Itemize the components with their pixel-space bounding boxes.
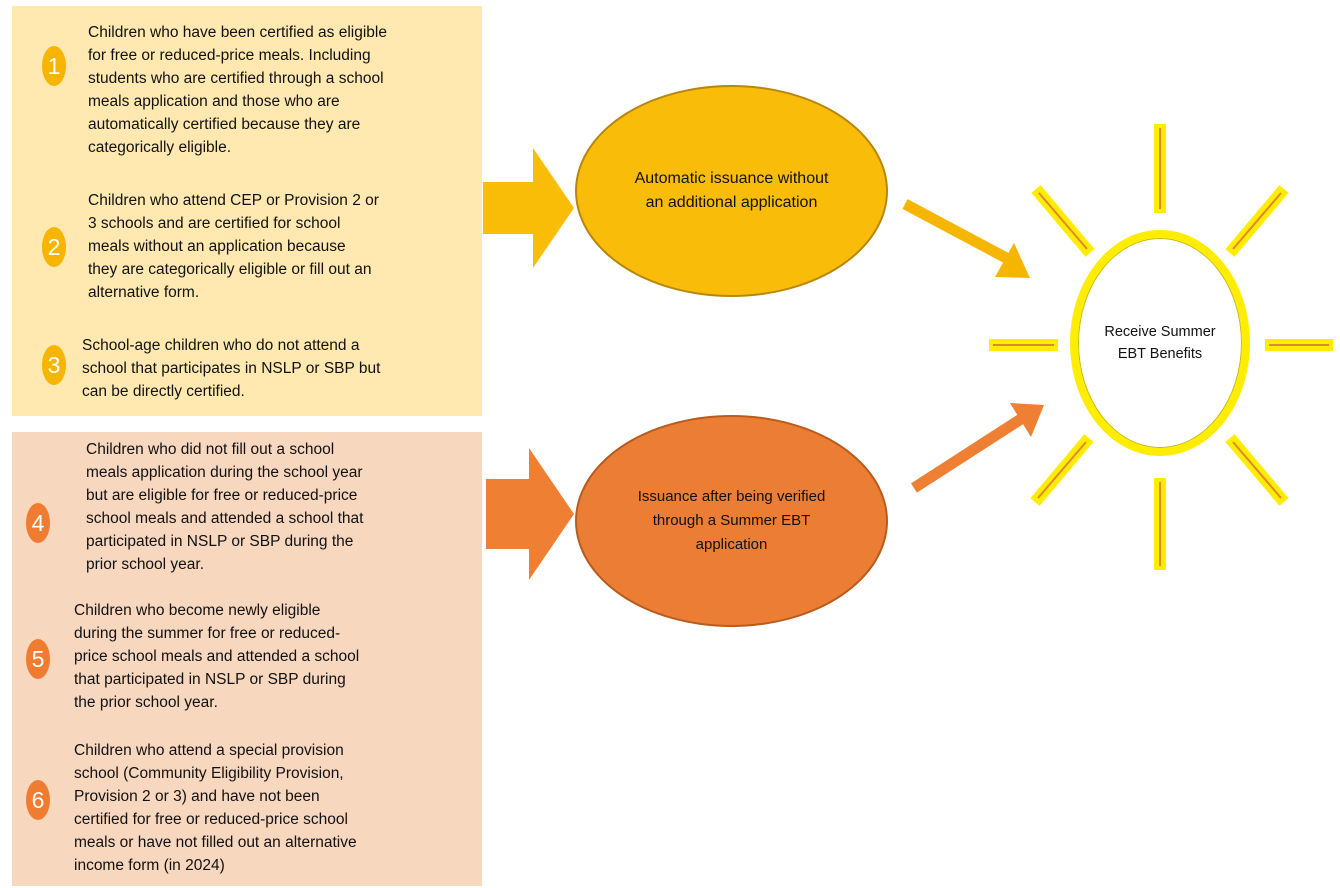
application-issuance-label: Issuance after being verified through a … xyxy=(637,488,826,553)
number-badge: 2 xyxy=(42,227,66,267)
automatic-issuance-node: Automatic issuance without an additional… xyxy=(575,85,888,297)
automatic-eligibility-group-panel: 1 Children who have been certified as el… xyxy=(12,6,482,416)
eligibility-description: School-age children who do not attend a … xyxy=(82,337,381,400)
automatic-issuance-label: Automatic issuance without an additional… xyxy=(634,170,829,211)
application-to-benefit-arrow-shaft xyxy=(911,414,1024,493)
number-badge: 5 xyxy=(26,639,50,679)
application-path-arrow-icon xyxy=(486,448,574,580)
number-badge: 3 xyxy=(42,345,66,385)
number-badge: 6 xyxy=(26,780,50,820)
summer-ebt-benefit-node: Receive Summer EBT Benefits xyxy=(1070,230,1250,456)
eligibility-description: Children who become newly eligible durin… xyxy=(74,602,360,711)
number-badge: 4 xyxy=(26,503,50,543)
eligibility-description: Children who did not fill out a school m… xyxy=(86,441,364,573)
application-to-benefit-arrow-icon xyxy=(1010,403,1044,437)
summer-ebt-benefit-label: Receive Summer EBT Benefits xyxy=(1104,324,1216,362)
eligibility-description: Children who attend CEP or Provision 2 o… xyxy=(88,192,379,301)
eligibility-description: Children who attend a special provision … xyxy=(74,742,357,874)
application-issuance-node: Issuance after being verified through a … xyxy=(575,415,888,627)
application-eligibility-group-panel: 4 Children who did not fill out a school… xyxy=(12,432,482,886)
number-badge: 1 xyxy=(42,46,66,86)
automatic-to-benefit-arrow-shaft xyxy=(902,199,1013,265)
automatic-path-arrow-icon xyxy=(483,148,574,268)
automatic-to-benefit-arrow-icon xyxy=(995,243,1030,278)
eligibility-description: Children who have been certified as elig… xyxy=(88,24,387,156)
sun-ray-center-line-icon xyxy=(993,128,1329,566)
